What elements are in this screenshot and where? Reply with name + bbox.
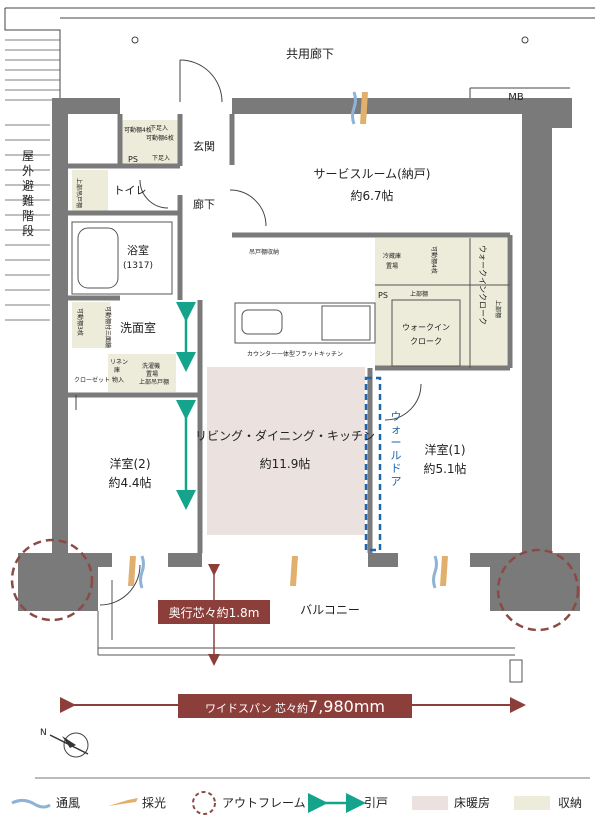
stairs-char: 避	[22, 179, 34, 193]
laundry2-label: 置場	[146, 370, 158, 378]
legend-label-light: 採光	[142, 796, 166, 810]
daylight-icon	[108, 798, 138, 806]
stair-lines	[5, 39, 60, 321]
bath-size: (1317)	[123, 261, 153, 271]
daylight-icon	[128, 92, 448, 586]
wide-span-box	[178, 694, 412, 718]
upper-shelf-label: 上部棚	[410, 290, 428, 298]
ps-top-label: PS	[128, 155, 138, 164]
shoe-movable-label: 可動棚4枚	[124, 126, 152, 134]
wall-door	[364, 376, 382, 552]
mb-label: MB	[508, 92, 524, 103]
toilet-storage-fill	[72, 170, 108, 212]
outframe-circle-left	[10, 538, 94, 622]
exterior-walls	[18, 98, 580, 611]
shelf-right2-label: 上部棚	[494, 300, 502, 318]
wall-door-char: ウ	[391, 410, 402, 423]
compass-icon: N	[40, 728, 89, 758]
shoe-movable2-label: 可動棚6枚	[146, 134, 174, 142]
ldk-label: リビング・ダイニング・キッチン	[195, 428, 375, 443]
walk-in-closet-vertical: ウォークインクローク	[478, 245, 487, 325]
walk-in-closet-storage	[375, 238, 507, 368]
legend-label-wind: 通風	[56, 796, 80, 810]
linen-storage-fill	[108, 354, 136, 392]
laundry3-label: 上部吊戸棚	[139, 378, 169, 386]
outframe-circle-right	[496, 548, 580, 632]
western1-label: 洋室(1)	[425, 442, 466, 457]
entrance-label: 玄関	[193, 139, 215, 153]
washer-tall-label: 可動棚3枚	[76, 308, 84, 336]
wall-door-char: ル	[391, 449, 402, 462]
wall-door-char: ォ	[391, 423, 402, 436]
wall-door-char: ド	[391, 462, 402, 475]
shelf-right-label: 可動棚4枚	[430, 246, 438, 274]
laundry-storage-fill	[136, 354, 176, 392]
western1-size: 約5.1帖	[423, 461, 466, 476]
balcony-label: バルコニー	[300, 603, 360, 617]
walk-in-label: ウォークイン	[402, 323, 450, 332]
common-corridor-outline	[4, 7, 595, 108]
wide-span-value: 7,980mm	[308, 697, 385, 716]
western2-label: 洋室(2)	[110, 456, 151, 471]
ldk-size: 約11.9帖	[260, 456, 311, 471]
bath-label: 浴室	[127, 243, 149, 257]
stairs-char: 外	[22, 164, 34, 178]
hall-storage-label: 吊戸棚収納	[249, 248, 279, 256]
legend-label-outframe: アウトフレーム	[222, 796, 306, 810]
service-room-size: 約6.7帖	[350, 188, 393, 203]
toilet-storage-label: 上部吊戸棚	[75, 178, 83, 208]
thin-partitions	[71, 221, 523, 683]
ps-closet-label: PS	[378, 291, 388, 300]
wind-icon	[139, 91, 438, 589]
toilet-label: トイレ	[114, 184, 147, 197]
room-labels: 共用廊下 MB 玄関 廊下 サービスルーム(納戸) 約6.7帖 トイレ 浴室 (…	[108, 46, 523, 617]
shoe-lower-label: 下足入	[150, 125, 168, 132]
stairs-char: 屋	[22, 149, 34, 163]
wall-door-label: ウ ォ ー ル ド ア	[391, 410, 402, 488]
walk-in-label-2: クローク	[410, 337, 442, 346]
interior-walls	[68, 114, 513, 553]
shoe-storage-fill	[120, 120, 178, 168]
service-room-label: サービスルーム(納戸)	[313, 167, 430, 181]
storage-in-label: 物入	[112, 376, 124, 384]
closet-label: クローゼット	[74, 376, 110, 384]
stairs-char: 段	[22, 223, 34, 238]
linen2-label: 庫	[114, 366, 120, 374]
corridor-label: 共用廊下	[286, 46, 334, 61]
wind-icon	[11, 798, 51, 809]
fridge-label: 冷蔵庫	[383, 252, 401, 260]
stairs-char: 難	[22, 193, 34, 208]
compass-north: N	[40, 728, 47, 738]
legend-label-heating: 床暖房	[454, 795, 490, 810]
legend-label-sliding: 引戸	[364, 796, 388, 810]
washroom-label: 洗面室	[120, 320, 156, 335]
floor-heating-icon	[412, 796, 448, 810]
legend-label-storage: 収納	[558, 796, 582, 810]
fridge2-label: 置場	[386, 262, 398, 270]
linen-label: リネン	[110, 359, 128, 366]
storage-icon	[514, 796, 550, 810]
outframe-icon	[192, 791, 216, 815]
fixture-labels: 可動棚4枚 下足入 可動棚6枚 下足入 PS PS 上部吊戸棚 カウンター一体型…	[74, 125, 502, 386]
vanity-storage-fill	[72, 302, 110, 348]
depth-label: 奥行芯々約1.8m	[169, 605, 260, 620]
wide-span-label: ワイドスパン 芯々約7,980mm	[205, 697, 385, 716]
hallway-label: 廊下	[193, 197, 215, 211]
vanity-label: 可動棚付三面鏡	[104, 306, 112, 348]
wide-span-prefix: ワイドスパン 芯々約	[205, 701, 308, 715]
depth-label-box	[158, 600, 270, 624]
door-swings	[75, 59, 422, 606]
legend: 通風 採光 アウトフレーム 引戸 床暖房 収納	[11, 791, 582, 815]
wall-door-char: ー	[391, 436, 402, 449]
stairs-label: 屋 外 避 難 階 段	[22, 149, 34, 238]
counter-label: カウンター一体型フラットキッチン	[247, 350, 343, 358]
ldk-floor-heating	[207, 367, 365, 535]
stairs-char: 階	[22, 208, 34, 223]
wall-door-char: ア	[391, 475, 402, 488]
shoe-lower2-label: 下足入	[152, 155, 170, 162]
laundry-label: 洗濯機	[142, 362, 160, 370]
western2-size: 約4.4帖	[108, 475, 151, 490]
